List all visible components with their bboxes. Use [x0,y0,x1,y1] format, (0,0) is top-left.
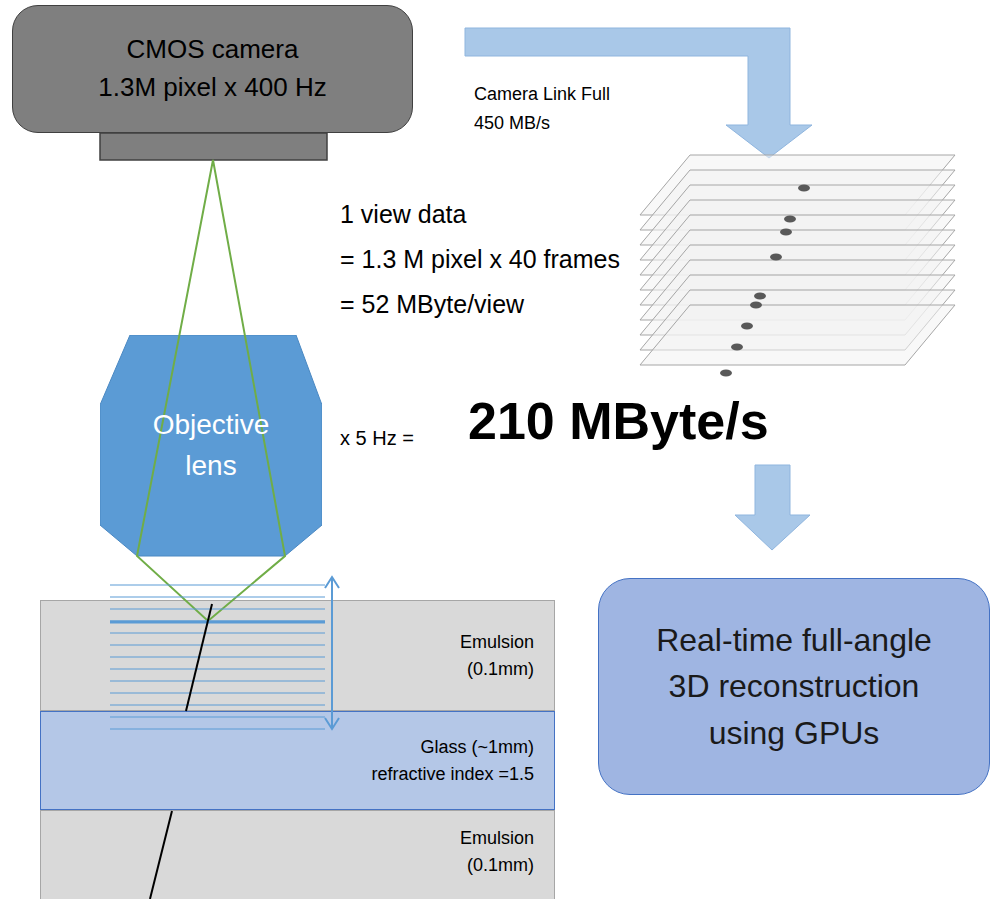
focal-plane [110,585,325,586]
focal-plane [110,705,325,706]
node-text: Emulsion (0.1mm) [460,825,534,877]
image-frame [640,245,955,305]
node-text: Glass (~1mm) refractive index =1.5 [371,734,534,786]
gpu-box: Real-time full-angle 3D reconstruction u… [598,578,990,795]
lens-outline [100,335,322,557]
arrow-head [325,718,339,729]
track-grain [750,302,762,309]
glass-layer: Glass (~1mm) refractive index =1.5 [40,711,555,810]
focal-plane [110,669,325,670]
track-grain [770,254,782,261]
track-grain [741,323,753,330]
image-frame [640,275,955,335]
image-frame [640,155,955,215]
camera-mount [100,133,327,160]
data-size-note: 1 view data = 1.3 M pixel x 40 frames = … [340,192,620,327]
link-label: Camera Link Full 450 MB/s [474,80,610,138]
image-frame [640,170,955,230]
focal-plane [110,597,325,598]
particle-track [186,604,212,711]
data-flow-arrow [465,28,812,158]
rate-note: x 5 Hz = [340,426,414,450]
focal-plane [110,645,325,646]
focal-plane [110,621,325,622]
image-frame [640,200,955,260]
focal-plane [110,609,325,610]
focal-plane [110,717,325,718]
scan-range [331,578,333,728]
track-grain [784,216,796,223]
focal-plane-current [110,621,325,624]
track-grain [754,293,766,300]
focal-plane [110,693,325,694]
node-text: Emulsion (0.1mm) [460,629,534,681]
image-frame [640,215,955,275]
data-flow-arrow [735,465,810,550]
emulsion-layer: Emulsion (0.1mm) [40,810,555,899]
light-cone [137,160,285,621]
objective-lens: Objective lens [100,335,322,557]
camera-box: CMOS camera 1.3M pixel x 400 Hz [12,5,413,133]
node-text: Real-time full-angle 3D reconstruction u… [656,617,932,756]
focal-plane [110,729,325,730]
node-text: Objective lens [153,405,270,486]
data-rate: 210 MByte/s [468,390,769,452]
lens-shape [100,335,322,556]
focal-plane [110,657,325,658]
image-frame [640,260,955,320]
emulsion-layer: Emulsion (0.1mm) [40,600,555,711]
track-grain [720,370,732,377]
focal-plane [110,681,325,682]
image-frame [640,185,955,245]
image-frame [640,305,955,365]
image-frame [640,290,955,350]
node-text: CMOS camera 1.3M pixel x 400 Hz [98,31,326,106]
focal-plane [110,633,325,634]
arrow-head [325,577,339,588]
particle-track [150,811,172,899]
image-frame [640,230,955,290]
track-grain [798,185,810,192]
track-grain [780,229,792,236]
track-grain [731,344,743,351]
